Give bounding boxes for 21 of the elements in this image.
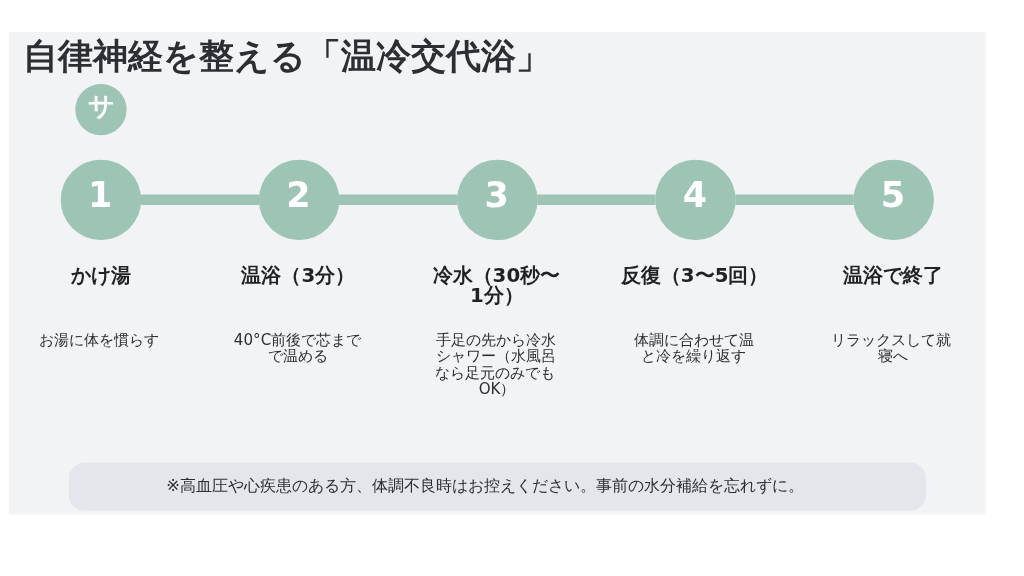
node-label: 反復（3〜5回） (620, 264, 769, 288)
node-label: 冷水（30秒〜1分） (432, 264, 561, 307)
node-circle: サ (75, 83, 127, 136)
node-label: リラックスして就寝へ (830, 330, 951, 366)
connector (140, 194, 260, 206)
node-circle: 3 (457, 159, 538, 241)
connector (735, 194, 854, 206)
node-label: 40°C前後で芯までで温める (233, 330, 362, 366)
connector (537, 194, 656, 206)
node-circle: 5 (853, 159, 934, 241)
node-circle: 1 (60, 159, 142, 241)
connector (339, 194, 458, 206)
node-label: 手足の先から冷水シャワー（水風呂なら足元のみでもOK） (434, 330, 557, 398)
node-circle: 4 (655, 159, 736, 241)
node-circle: 2 (258, 159, 340, 241)
diagram-title: 自律神経を整える「温冷交代浴」 (22, 36, 551, 77)
node-label: 体調に合わせて温と冷を繰り返す (633, 330, 754, 366)
node-label: 温浴で終了 (842, 264, 943, 288)
node-label: お湯に体を慣らす (39, 330, 160, 349)
node-label: かけ湯 (70, 264, 131, 288)
node-label: 温浴（3分） (241, 264, 356, 288)
